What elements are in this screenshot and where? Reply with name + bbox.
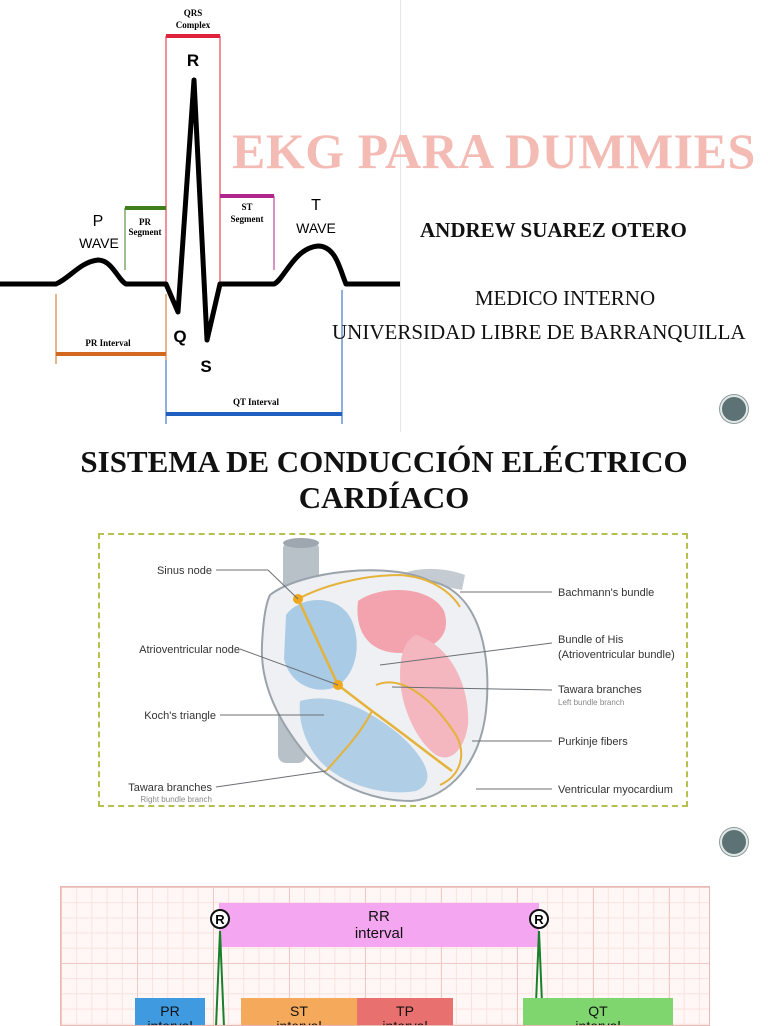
st-interval-block xyxy=(241,998,357,1025)
kochs-triangle-label: Koch's triangle xyxy=(144,710,216,722)
r-spike-right xyxy=(534,930,544,1025)
heart-conduction-diagram: Sinus node Atrioventricular node Koch's … xyxy=(128,538,675,804)
sinus-node-label: Sinus node xyxy=(157,565,212,577)
author-role: MEDICO INTERNO xyxy=(474,286,656,310)
right-ventricle xyxy=(299,698,428,793)
myocardium-label: Ventricular myocardium xyxy=(558,784,673,796)
qt-interval-block-label-1: QT xyxy=(588,1003,608,1019)
st-interval-block-label-1: ST xyxy=(290,1003,308,1019)
conduction-title-line-2: CARDÍACO xyxy=(298,480,470,515)
slide-nav-button-1[interactable] xyxy=(720,395,748,423)
tawara-right-leader xyxy=(215,770,327,788)
tp-interval-block xyxy=(357,998,453,1025)
p-label: P xyxy=(93,213,104,230)
tp-interval-block-label-2: interval xyxy=(382,1018,427,1025)
qrs-label-2: Complex xyxy=(176,20,211,30)
his-label: Bundle of His xyxy=(558,634,624,646)
pr-interval-block-label-2: interval xyxy=(147,1018,192,1025)
bachmann-label: Bachmann's bundle xyxy=(558,587,654,599)
r-marker-left-label: R xyxy=(215,912,225,927)
av-node-label: Atrioventricular node xyxy=(139,644,240,656)
sinus-node-leader-2 xyxy=(267,569,299,600)
r-spike-left xyxy=(215,930,225,1025)
his-leader xyxy=(379,642,553,666)
author-name: ANDREW SUAREZ OTERO xyxy=(420,218,687,242)
slide-divider xyxy=(400,0,401,432)
tawara-left-label: Tawara branches xyxy=(558,684,642,696)
his-sub-label: (Atrioventricular bundle) xyxy=(558,649,675,661)
tp-interval-block-label-1: TP xyxy=(396,1003,414,1019)
author-university: UNIVERSIDAD LIBRE DE BARRANQUILLA xyxy=(332,320,746,344)
bachmann-bundle-path xyxy=(297,573,461,608)
pr-segment-label-1: PR xyxy=(139,217,151,227)
left-bundle-branch-path xyxy=(375,681,463,786)
st-segment-label-1: ST xyxy=(241,202,252,212)
rr-interval-label-2: interval xyxy=(355,925,403,942)
conduction-title-line-1: SISTEMA DE CONDUCCIÓN ELÉCTRICO xyxy=(80,444,688,479)
qrs-label-1: QRS xyxy=(184,8,203,18)
qt-interval-block-label-2: interval xyxy=(575,1018,620,1025)
left-atrium xyxy=(357,590,447,653)
vena-cava-opening xyxy=(283,538,319,548)
qt-interval-label: QT Interval xyxy=(233,397,280,407)
t-label: T xyxy=(311,197,321,214)
pr-interval-label: PR Interval xyxy=(85,338,131,348)
rr-interval-label-1: RR xyxy=(368,908,390,925)
heart-diagram-frame xyxy=(98,533,688,807)
q-label: Q xyxy=(173,327,186,346)
av-node-leader xyxy=(239,648,339,686)
ecg-interval-panel: RR interval R R PR interval ST interval … xyxy=(60,886,710,1026)
s-label: S xyxy=(200,357,211,376)
t-wave-label: WAVE xyxy=(296,220,336,236)
purkinje-label: Purkinje fibers xyxy=(558,736,628,748)
tawara-right-sub-label: Right bundle branch xyxy=(140,795,212,804)
st-segment-label-2: Segment xyxy=(231,214,264,224)
presentation-title: EKG PARA DUMMIES xyxy=(232,123,756,179)
pr-segment-label-2: Segment xyxy=(129,227,162,237)
tawara-left-sub-label: Left bundle branch xyxy=(558,698,624,707)
title-slide: QRS Complex PR Segment ST Segment R Q S … xyxy=(0,0,768,432)
ecg-waveform-diagram: QRS Complex PR Segment ST Segment R Q S … xyxy=(0,8,400,424)
slide-nav-button-2[interactable] xyxy=(720,828,748,856)
p-wave-label: WAVE xyxy=(79,235,119,251)
conduction-system-title: SISTEMA DE CONDUCCIÓN ELÉCTRICO CARDÍACO xyxy=(20,444,748,516)
ecg-interval-diagram: RR interval R R PR interval ST interval … xyxy=(135,903,673,1025)
right-bundle-branch-path xyxy=(325,710,373,772)
qt-interval-block xyxy=(523,998,673,1025)
st-interval-block-label-2: interval xyxy=(276,1018,321,1025)
ecg-trace xyxy=(0,77,400,343)
r-marker-left xyxy=(210,909,230,929)
r-marker-right xyxy=(529,909,549,929)
tawara-left-leader xyxy=(391,686,553,691)
pr-interval-block xyxy=(135,998,205,1025)
tawara-right-label: Tawara branches xyxy=(128,782,212,794)
pr-interval-block-label-1: PR xyxy=(160,1003,179,1019)
rr-interval-bar xyxy=(219,903,539,947)
r-marker-right-label: R xyxy=(534,912,544,927)
r-label: R xyxy=(187,51,199,70)
